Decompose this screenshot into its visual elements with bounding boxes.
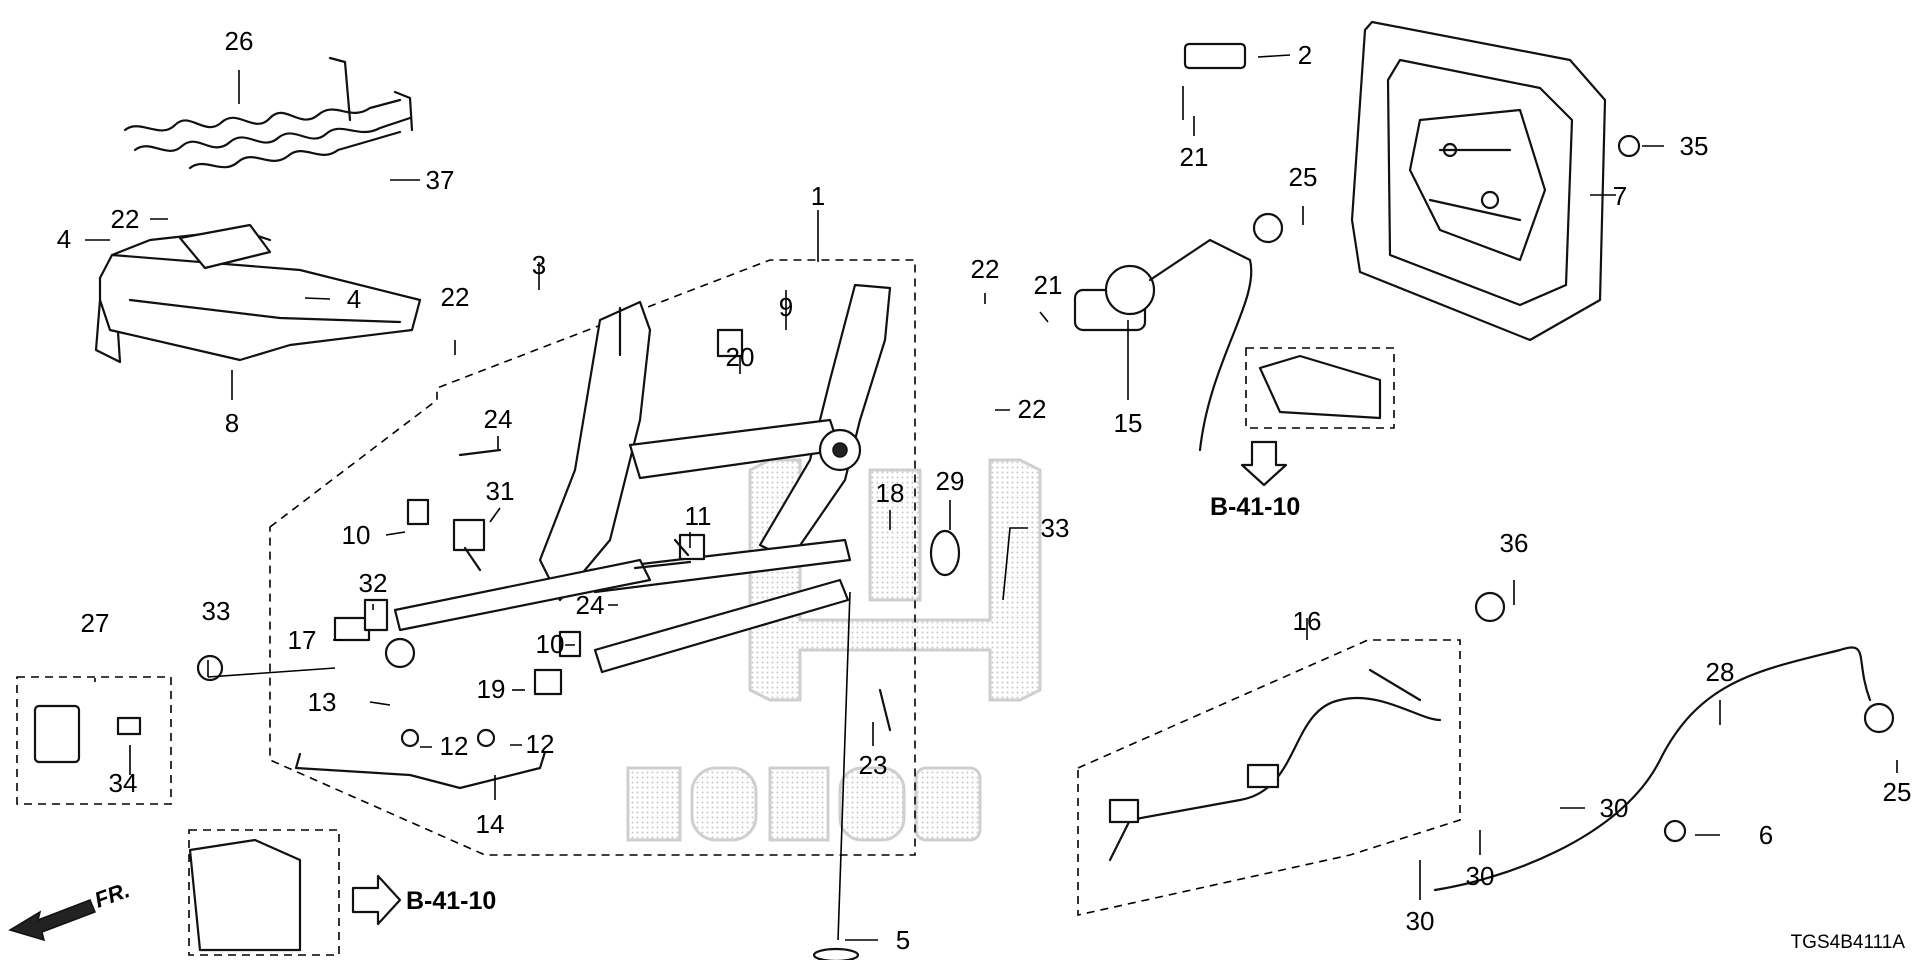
callout: 24 [484, 404, 513, 434]
callout: 15 [1114, 408, 1143, 438]
group-27-outline [16, 676, 172, 805]
ref-box-lower [188, 829, 340, 956]
callout: 23 [859, 750, 888, 780]
honda-watermark [626, 458, 1042, 842]
callout: 33 [1041, 513, 1070, 543]
reference-label-upper[interactable]: B-41-10 [1210, 493, 1300, 521]
callout: 13 [308, 687, 337, 717]
callout: 12 [526, 729, 555, 759]
part-recliner-motor [1073, 238, 1253, 452]
callout: 37 [426, 165, 455, 195]
callout: 19 [477, 674, 506, 704]
callout: 5 [896, 925, 910, 955]
callout: 36 [1500, 528, 1529, 558]
callout: 12 [440, 731, 469, 761]
front-direction-arrow [8, 899, 96, 942]
callout: 16 [1293, 606, 1322, 636]
callout: 33 [202, 596, 231, 626]
callout: 4 [347, 284, 361, 314]
callout: 22 [441, 282, 470, 312]
callout: 2 [1298, 40, 1312, 70]
callout: 22 [111, 204, 140, 234]
callout: 25 [1289, 162, 1318, 192]
callout: 11 [685, 501, 712, 531]
callout: 31 [486, 476, 515, 506]
reference-arrow-upper[interactable] [1240, 440, 1288, 487]
callout: 6 [1759, 820, 1773, 850]
callout: 4 [57, 224, 71, 254]
callout: 30 [1600, 793, 1629, 823]
callout-labels: 1 2 3 4 4 5 6 7 8 9 10 10 11 12 12 13 14… [57, 26, 1912, 955]
callout: 28 [1706, 657, 1735, 687]
diagram-code: TGS4B4111A [1791, 932, 1906, 953]
part-release-rod [294, 750, 547, 790]
part-seat-frame [393, 283, 892, 674]
callout: 10 [536, 629, 565, 659]
part-seat-spring-mat [123, 56, 414, 170]
callout: 1 [811, 181, 825, 211]
callout: 29 [936, 466, 965, 496]
callout: 9 [779, 292, 793, 322]
callout: 10 [342, 520, 371, 550]
callout: 18 [876, 478, 905, 508]
callout: 26 [225, 26, 254, 56]
part-seat-back-frame [1350, 20, 1607, 342]
small-parts [33, 42, 1895, 960]
callout: 20 [726, 342, 755, 372]
callout: 25 [1883, 777, 1912, 807]
callout: 32 [359, 568, 388, 598]
reference-arrow-lower[interactable] [351, 874, 402, 926]
callout: 17 [288, 625, 317, 655]
callout: 21 [1034, 270, 1063, 300]
callout: 27 [81, 608, 110, 638]
part-front-frame [94, 223, 422, 364]
part-cable [1433, 646, 1872, 892]
callout: 22 [971, 254, 1000, 284]
callout: 24 [576, 590, 605, 620]
leader-lines [85, 54, 1898, 941]
reference-label-lower[interactable]: B-41-10 [406, 887, 496, 915]
callout: 7 [1613, 181, 1627, 211]
callout: 35 [1680, 131, 1709, 161]
callout: 34 [109, 768, 138, 798]
part-wire-harness [1108, 668, 1442, 862]
group-16-outline [1077, 639, 1461, 916]
callout: 30 [1466, 861, 1495, 891]
callout: 22 [1018, 394, 1047, 424]
ref-box-upper [1245, 347, 1395, 429]
group-1-outline [269, 259, 916, 856]
callout: 21 [1180, 142, 1209, 172]
callout: 8 [225, 408, 239, 438]
callout: 14 [476, 809, 505, 839]
callout: 3 [532, 250, 546, 280]
front-label: FR. [91, 877, 133, 913]
callout: 30 [1406, 906, 1435, 936]
